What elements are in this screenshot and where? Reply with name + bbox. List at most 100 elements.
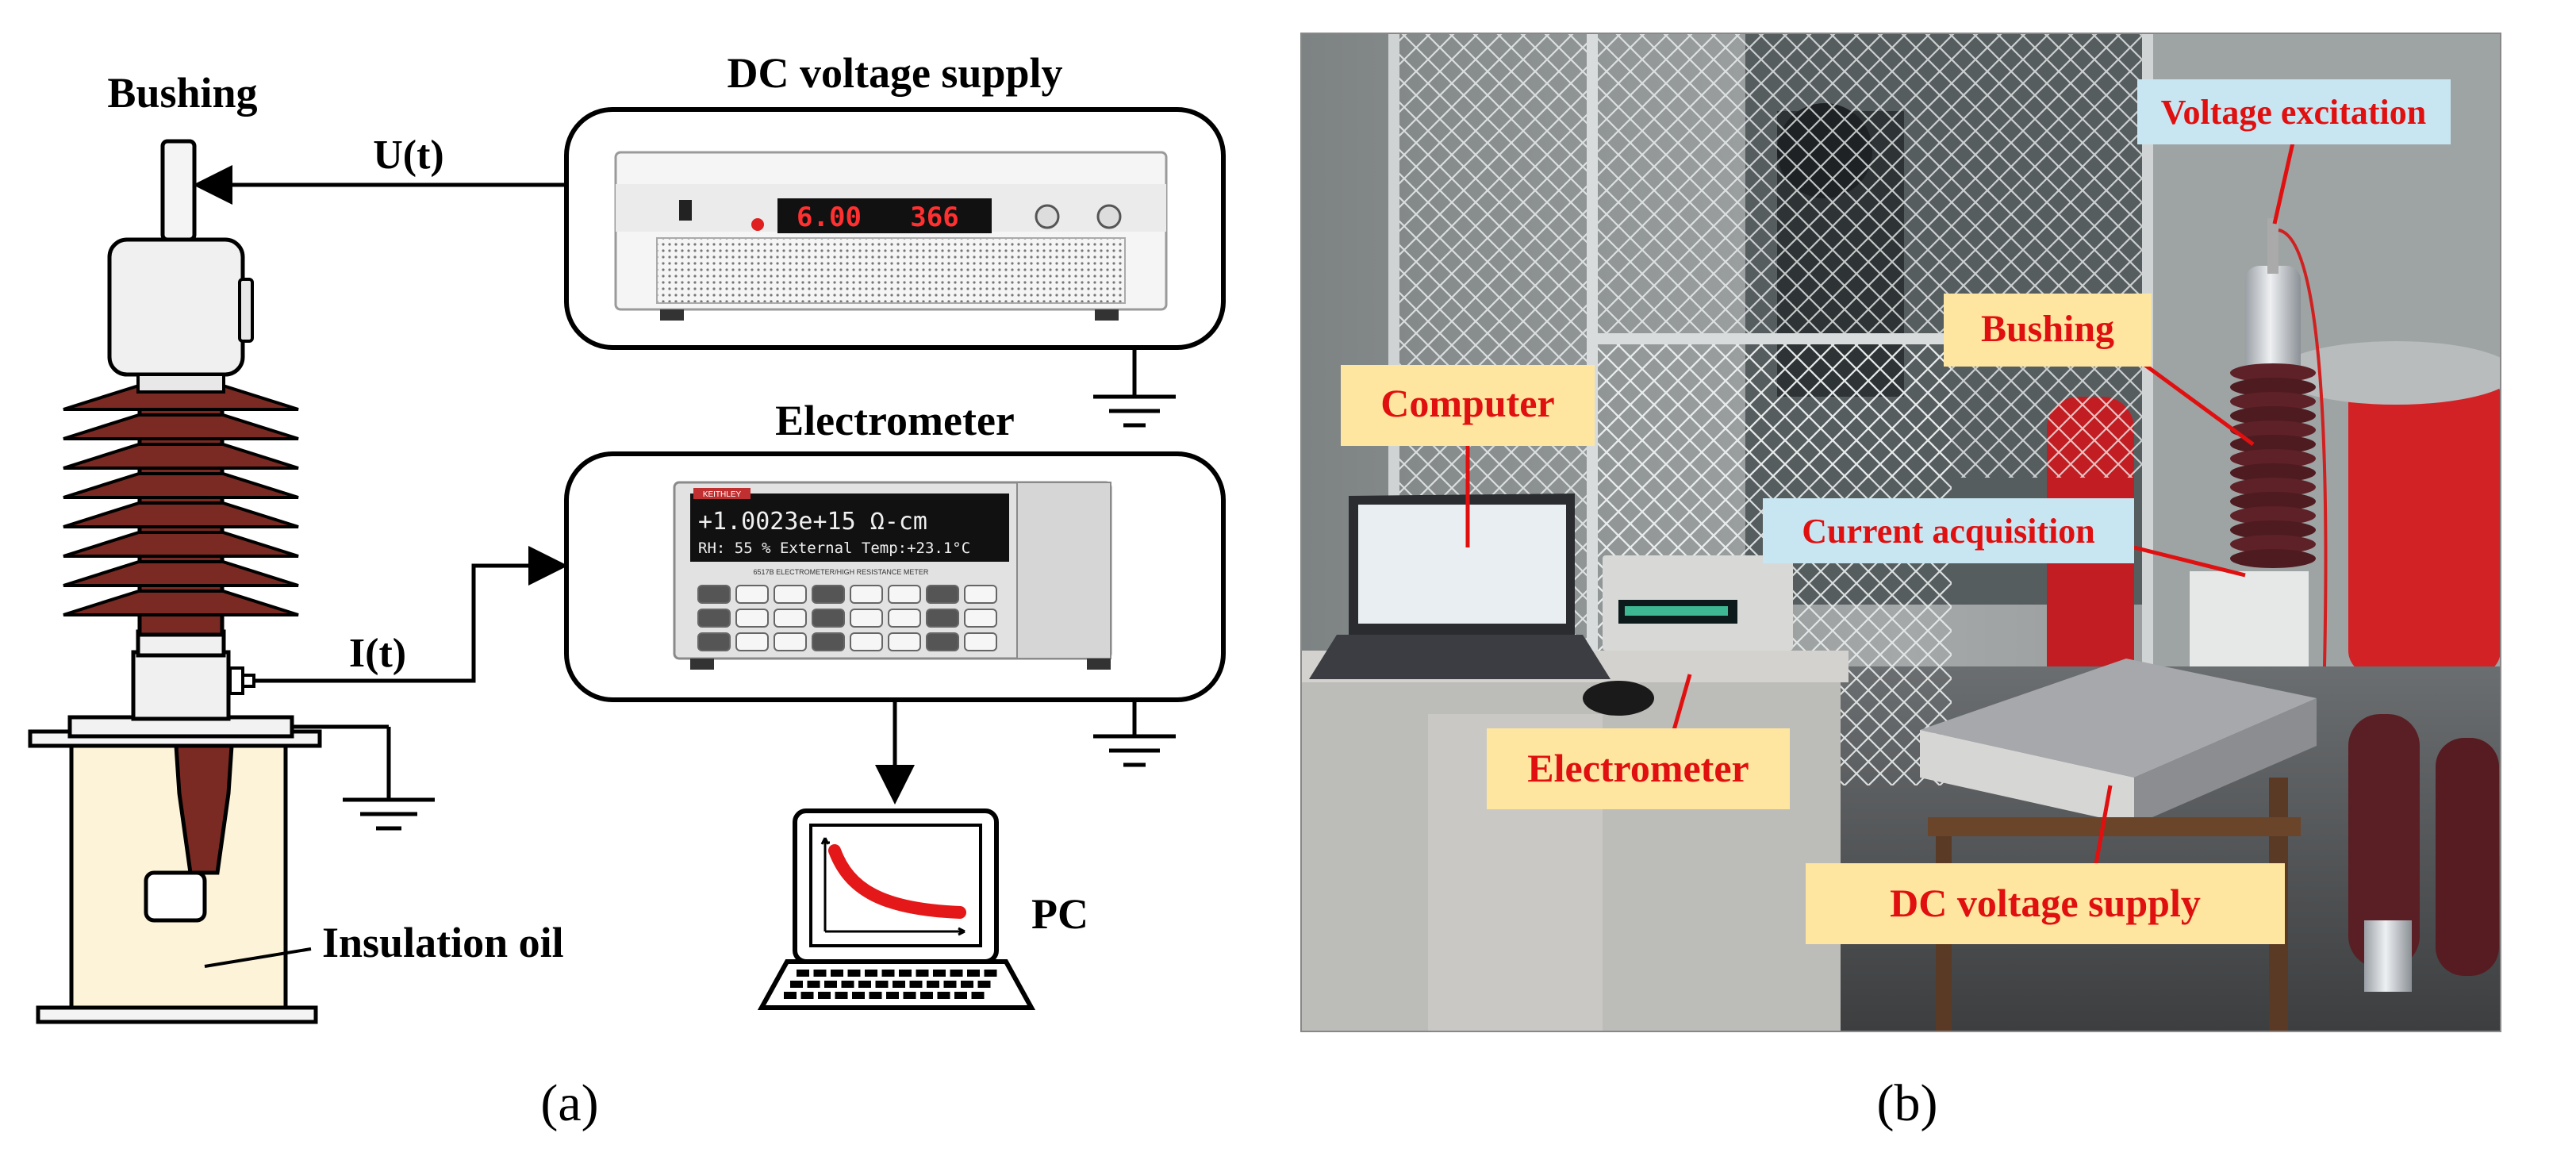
keypad-key: [774, 609, 807, 628]
keypad-key: [812, 609, 845, 628]
shed: [63, 531, 299, 558]
keypad-key: [812, 632, 845, 651]
keyboard-key: [927, 981, 939, 988]
bushing-sheds: [63, 384, 299, 637]
dc-supply-display: [777, 198, 992, 233]
electrometer-brand: KEITHLEY: [703, 490, 742, 499]
bushing-cap: [107, 237, 245, 377]
decay-curve: [828, 844, 966, 919]
keypad-key: [735, 632, 769, 651]
keyboard-key: [847, 970, 861, 977]
current-tap-icon: [228, 666, 244, 695]
keyboard-key: [916, 970, 929, 977]
keyboard-key: [920, 992, 933, 999]
oil-pointer: [204, 947, 312, 968]
keyboard-key: [881, 970, 895, 977]
keypad-key: [926, 632, 959, 651]
keyboard-key: [984, 970, 997, 977]
keypad-key: [812, 585, 845, 604]
keyboard-key: [807, 981, 820, 988]
shed: [63, 560, 299, 587]
voltage-signal-label: U(t): [373, 132, 444, 178]
keypad-key: [735, 609, 769, 628]
keyboard-key: [869, 992, 882, 999]
keyboard-key: [899, 970, 912, 977]
keyboard-key: [950, 970, 963, 977]
tag-bushing-text: Bushing: [1981, 308, 2114, 350]
keypad-key: [735, 585, 769, 604]
photo-shed: [2230, 520, 2316, 540]
keyboard-key: [841, 981, 854, 988]
electrometer-readout-line1: +1.0023e+15 Ω-cm: [698, 508, 927, 536]
shed: [63, 501, 299, 528]
shed: [63, 590, 299, 616]
bushing-top: [107, 139, 254, 394]
electrometer-readout-line2: RH: 55 % External Temp:+23.1°C: [698, 540, 970, 557]
current-knob-icon: [1096, 204, 1122, 229]
tag-dc-supply-text: DC voltage supply: [1890, 881, 2201, 925]
keypad-key: [926, 585, 959, 604]
current-signal-label: I(t): [349, 631, 406, 676]
keyboard-key: [909, 981, 923, 988]
bushing-terminal: [160, 139, 197, 242]
keyboard-key: [893, 981, 905, 988]
photo-shed: [2230, 492, 2316, 511]
bushing-lower-body: [131, 629, 255, 721]
shed: [63, 413, 299, 440]
photo-shed: [2230, 449, 2316, 468]
keyboard-key: [977, 981, 991, 988]
tag-voltage-excitation: [2137, 79, 2451, 144]
pc-label: PC: [1031, 890, 1088, 938]
tag-current-acquisition: [1763, 498, 2134, 563]
keypad-key: [697, 609, 731, 628]
caption-a: (a): [540, 1074, 598, 1132]
tag-bushing: [1944, 294, 2152, 367]
keypad-key: [697, 632, 731, 651]
electrometer-label: Electrometer: [775, 397, 1015, 444]
photo-shed: [2230, 549, 2316, 568]
photo-shed: [2230, 535, 2316, 554]
photo-shed: [2230, 392, 2316, 411]
shed: [63, 472, 299, 499]
tag-current-acquisition-text: Current acquisition: [1802, 512, 2095, 551]
tag-electrometer-text: Electrometer: [1527, 746, 1749, 790]
keyboard-key: [813, 970, 827, 977]
keyboard-key: [800, 992, 814, 999]
keyboard-key: [967, 970, 980, 977]
keyboard-key: [797, 970, 809, 977]
keyboard-key: [943, 981, 957, 988]
keypad-key: [850, 585, 883, 604]
keypad-key: [774, 585, 807, 604]
keypad-key: [888, 632, 921, 651]
electrometer-display: [690, 494, 1009, 562]
keyboard-key: [903, 992, 916, 999]
dc-voltage-readout: 6.00: [797, 202, 862, 233]
caption-b: (b): [1877, 1074, 1938, 1132]
keypad-key: [964, 585, 997, 604]
keyboard: [784, 970, 997, 999]
photo-shed: [2230, 421, 2316, 440]
keypad-key: [774, 632, 807, 651]
keyboard-key: [784, 992, 797, 999]
ground-symbol-dc-supply: [1093, 348, 1176, 428]
keypad-key: [697, 585, 731, 604]
panel-b: Voltage excitation Bushing Computer Curr…: [1300, 33, 2501, 1132]
dc-supply-label: DC voltage supply: [727, 49, 1062, 97]
photo-shed: [2230, 435, 2316, 454]
tag-electrometer: [1487, 728, 1790, 809]
photo-shed: [2230, 463, 2316, 482]
photo-shed: [2230, 363, 2316, 382]
spare-bushings: [2348, 714, 2499, 992]
panel-a: Bushing U(t) 6.00 366 DC voltage supply: [28, 49, 1226, 1132]
current-line: [255, 546, 568, 683]
tag-dc-supply: [1806, 863, 2285, 944]
keypad-key: [850, 609, 883, 628]
callout-leaders: [1465, 142, 2295, 874]
keypad-key: [926, 609, 959, 628]
keyboard-key: [818, 992, 831, 999]
keyboard-key: [961, 981, 973, 988]
keyboard-key: [971, 992, 985, 999]
shed: [63, 443, 299, 470]
keyboard-key: [933, 970, 946, 977]
